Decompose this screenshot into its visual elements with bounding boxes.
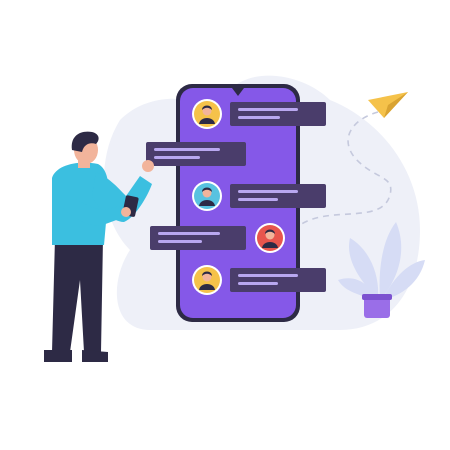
person-hair <box>71 131 99 152</box>
person-shoe-left <box>44 350 72 362</box>
message-text-line <box>238 190 298 193</box>
message-text-line <box>238 274 298 277</box>
chat-message-5 <box>192 265 326 295</box>
avatar-icon <box>255 223 285 253</box>
person-pants <box>52 238 103 352</box>
chat-message-2 <box>146 142 246 166</box>
message-text-line <box>238 198 278 201</box>
chat-message-1 <box>192 99 326 129</box>
message-text-line <box>158 232 220 235</box>
person <box>44 131 154 362</box>
message-text-line <box>158 240 202 243</box>
person-arm-lower <box>56 186 122 226</box>
message-bubble <box>146 142 246 166</box>
message-bubble <box>150 226 246 250</box>
chat-message-4 <box>150 223 285 253</box>
avatar-icon <box>192 265 222 295</box>
avatar-icon <box>192 181 222 211</box>
message-text-line <box>154 156 200 159</box>
paper-plane-icon <box>368 92 408 118</box>
chat-message-3 <box>192 181 326 211</box>
person-hand-raised <box>142 160 154 172</box>
avatar-icon <box>192 99 222 129</box>
message-text-line <box>238 116 280 119</box>
plant-icon <box>338 222 425 318</box>
person-shoe-right <box>82 350 108 362</box>
message-bubble <box>230 184 326 208</box>
message-text-line <box>238 108 298 111</box>
message-text-line <box>238 282 278 285</box>
message-bubble <box>230 102 326 126</box>
chat-thread <box>146 99 326 295</box>
message-text-line <box>154 148 220 151</box>
person-hand <box>121 207 131 217</box>
paper-plane-trail <box>299 111 392 226</box>
message-bubble <box>230 268 326 292</box>
